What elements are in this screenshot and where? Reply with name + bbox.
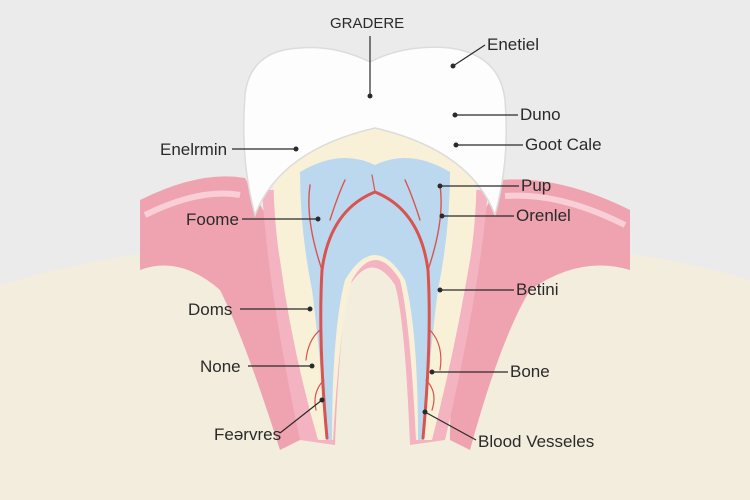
leader-enetiel [452, 44, 486, 67]
dot-orenlel [439, 213, 445, 219]
dot-gradere [367, 93, 373, 99]
dot-enelrmin [293, 146, 299, 152]
bone-tissue [0, 250, 750, 500]
label-gradere: GRADERE [330, 15, 404, 32]
label-feervres: Feərvres [214, 425, 281, 444]
label-orenlel: Orenlel [516, 206, 571, 225]
gum-left [140, 176, 300, 450]
dot-pup [437, 183, 443, 189]
label-bone: Bone [510, 362, 550, 381]
dot-duno [452, 112, 458, 118]
leader-feervres [279, 399, 323, 434]
label-goot-cale: Goot Cale [525, 135, 602, 154]
label-blood-vesseles: Blood Vesseles [478, 432, 594, 451]
dot-enetiel [450, 63, 456, 69]
dot-goot-cale [453, 142, 459, 148]
leader-blood-vesseles [424, 411, 477, 441]
label-enetiel: Enetiel [487, 35, 539, 54]
dot-bone [429, 369, 435, 375]
gum-left-highlight [143, 190, 241, 218]
dot-feervres [319, 397, 325, 403]
blood-vessels [305, 174, 442, 440]
label-doms: Doms [188, 300, 232, 319]
pulp-chamber [300, 157, 450, 440]
label-none: None [200, 357, 241, 376]
dot-none [309, 363, 315, 369]
dot-doms [307, 306, 313, 312]
label-pup: Pup [521, 176, 551, 195]
dot-foome [315, 216, 321, 222]
label-duno: Duno [520, 105, 561, 124]
dot-betini [437, 287, 443, 293]
enamel-crown [243, 46, 507, 218]
dot-blood-vesseles [422, 409, 428, 415]
gum-right-highlight [504, 192, 627, 228]
label-enelrmin: Enelrmin [160, 140, 227, 159]
label-foome: Foome [186, 210, 239, 229]
gum-right [450, 179, 630, 450]
label-betini: Betini [516, 280, 559, 299]
